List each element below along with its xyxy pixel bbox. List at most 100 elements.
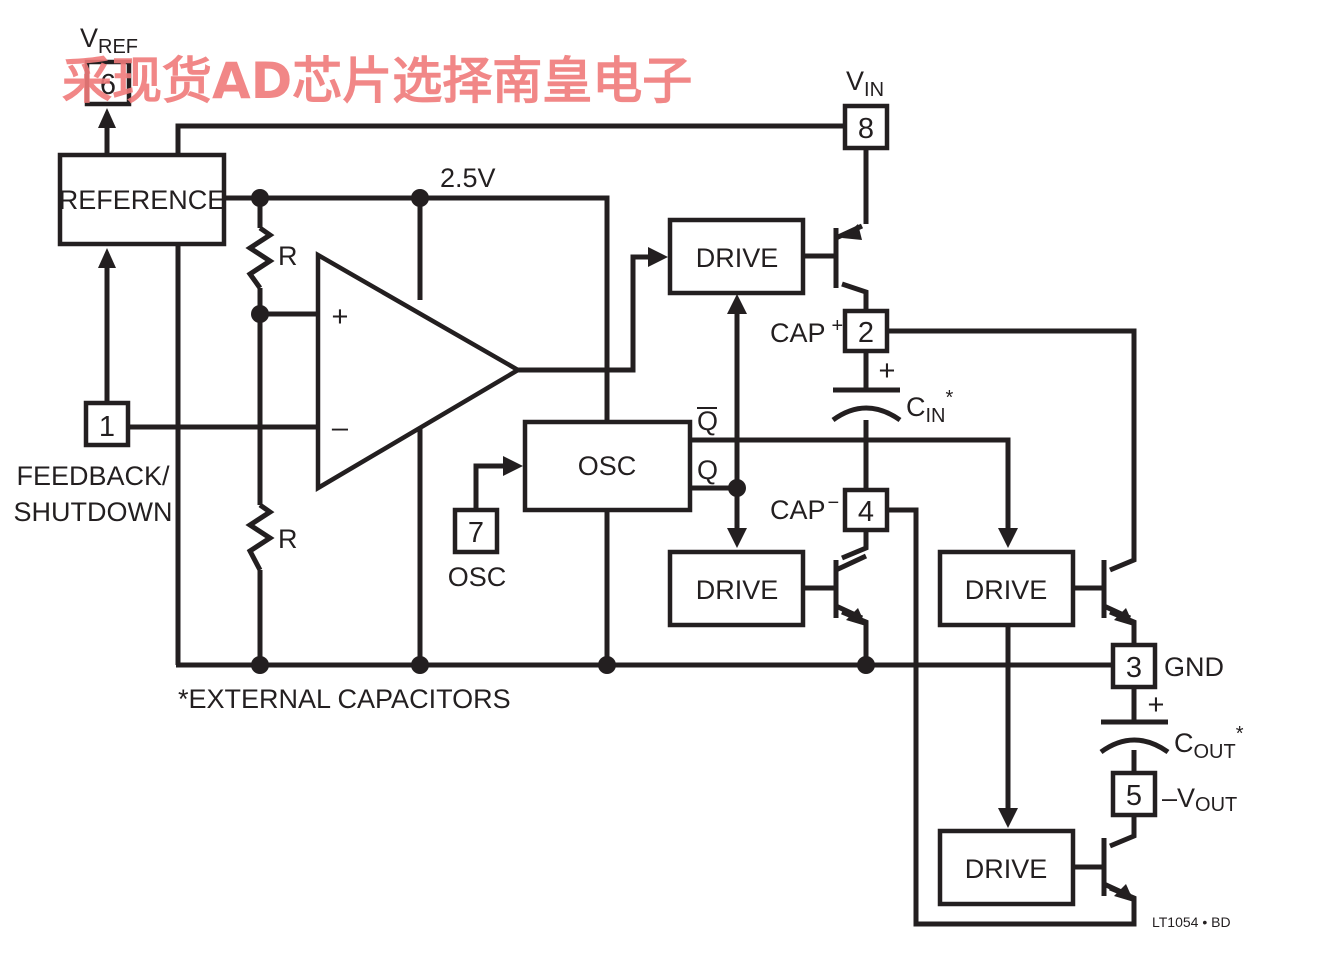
external-capacitors-footnote: *EXTERNAL CAPACITORS bbox=[178, 684, 511, 714]
pins: 6 VREF 8 VIN 1 FEEDBACK/ SHUTDOWN 2 CAP+… bbox=[14, 23, 1237, 818]
cap-plus-to-right-transistor-wire bbox=[888, 328, 1137, 573]
part-code-label: LT1054 • BD bbox=[1152, 914, 1231, 930]
pin-cap-minus-main: CAP bbox=[770, 495, 826, 525]
pin-cap-plus-label: CAP+ bbox=[770, 315, 843, 348]
cin-label-star: * bbox=[946, 387, 954, 409]
cout-plus-label: + bbox=[1148, 689, 1165, 721]
pin-8-number: 8 bbox=[858, 113, 874, 145]
lower-left-emitter-wire bbox=[841, 609, 869, 665]
resistor-bottom-label: R bbox=[278, 524, 298, 554]
cout-label: COUT* bbox=[1174, 723, 1244, 763]
cout-label-star: * bbox=[1236, 723, 1244, 745]
opamp-to-drive-wire bbox=[518, 254, 650, 373]
junction-dot bbox=[251, 656, 269, 674]
reference-block bbox=[57, 152, 227, 247]
pin-2-box bbox=[842, 308, 890, 354]
capacitors bbox=[831, 387, 1170, 755]
blocks: REFERENCE DRIVE DRIVE DRIVE DRIVE OSC bbox=[57, 152, 1076, 907]
drive-bottom-right-label: DRIVE bbox=[965, 854, 1048, 884]
cin-label: CIN* bbox=[906, 387, 954, 427]
transistor-br-emitter-leg bbox=[1102, 881, 1132, 899]
pin-cap-plus-main: CAP bbox=[770, 318, 826, 348]
right-transistor-emitter-wire bbox=[1109, 609, 1137, 645]
pin-3-number: 3 bbox=[1126, 652, 1142, 684]
pin-6-number: 6 bbox=[100, 69, 116, 101]
junction-dot bbox=[728, 479, 746, 497]
pin-7-number: 7 bbox=[468, 517, 484, 549]
arrow-to-drive-top-up-icon bbox=[727, 294, 747, 314]
pin-7-box bbox=[452, 507, 500, 555]
drive-bottom-left-block bbox=[667, 549, 806, 628]
arrow-to-reference-icon bbox=[98, 248, 116, 268]
transistor-top-emitter-leg bbox=[834, 223, 864, 241]
osc-block-label: OSC bbox=[578, 451, 637, 481]
drive-bottom-left-label: DRIVE bbox=[696, 575, 779, 605]
junction-dot bbox=[251, 189, 269, 207]
pin-vref-label-main: V bbox=[80, 23, 98, 53]
pin-1-box bbox=[83, 400, 131, 448]
cap-minus-to-transistor-wire bbox=[841, 530, 869, 561]
cin-label-main: C bbox=[906, 392, 926, 422]
arrow-to-drive-mid-right-icon bbox=[998, 528, 1018, 548]
pin-vin-label: VIN bbox=[846, 66, 884, 101]
transistor-mr-emitter-leg bbox=[1102, 603, 1132, 621]
reference-block-label: REFERENCE bbox=[59, 185, 226, 215]
resistor-top-icon bbox=[245, 225, 275, 290]
reference-voltage-label: 2.5V bbox=[440, 163, 496, 193]
cout-plate-curved bbox=[1099, 737, 1170, 755]
osc-block bbox=[522, 419, 693, 513]
cout-label-main: C bbox=[1174, 728, 1194, 758]
pin-gnd-label: GND bbox=[1164, 652, 1224, 682]
arrow-to-drive-top-icon bbox=[648, 247, 668, 267]
pin-cap-minus-sup: − bbox=[828, 492, 840, 514]
arrow-to-osc-icon bbox=[503, 456, 523, 476]
arrowheads bbox=[98, 108, 1134, 902]
junction-dot bbox=[411, 656, 429, 674]
arrow-to-vref-icon bbox=[98, 108, 116, 128]
opamp-minus-label: – bbox=[332, 412, 349, 444]
pin-vin-label-main: V bbox=[846, 66, 864, 96]
pin-3-box bbox=[1110, 642, 1158, 690]
opamp-triangle-icon bbox=[315, 251, 523, 492]
top-transistor-emitter-wire bbox=[841, 281, 869, 312]
pin-vin-label-sub: IN bbox=[864, 79, 884, 101]
pin-vout-label-sub: OUT bbox=[1195, 794, 1237, 816]
pin-1-number: 1 bbox=[99, 411, 115, 443]
transistor-bl-emitter-leg bbox=[834, 603, 864, 621]
pin-2-number: 2 bbox=[858, 317, 874, 349]
resistors bbox=[245, 225, 275, 572]
cin-label-sub: IN bbox=[926, 405, 946, 427]
cin-plus-label: + bbox=[879, 355, 896, 387]
pin-feedback-label-1: FEEDBACK/ bbox=[16, 461, 170, 491]
annotations: 2.5V R R + – Q Q + CIN* + COUT* *EXTERNA… bbox=[178, 163, 1244, 930]
transistor-bl-collector-leg bbox=[834, 553, 868, 573]
drive-top-left-label: DRIVE bbox=[696, 243, 779, 273]
pin-5-box bbox=[1110, 770, 1158, 818]
cin-plate-curved bbox=[831, 405, 902, 423]
pin-4-number: 4 bbox=[858, 496, 874, 528]
pin-vref-label-sub: REF bbox=[98, 36, 138, 58]
junction-dot bbox=[857, 656, 875, 674]
resistor-top-label: R bbox=[278, 241, 298, 271]
pin-6-box bbox=[84, 59, 132, 107]
pin-4-box bbox=[842, 487, 890, 533]
pin-vout-label: –VOUT bbox=[1162, 783, 1237, 816]
drive-mid-right-label: DRIVE bbox=[965, 575, 1048, 605]
drive-bottom-right-block bbox=[937, 828, 1076, 907]
vref-2v5-rail-wire bbox=[224, 195, 610, 422]
junction-dot bbox=[598, 656, 616, 674]
arrow-to-drive-bottom-icon bbox=[727, 528, 747, 548]
wires bbox=[104, 123, 1137, 927]
drive-top-left-block bbox=[667, 217, 806, 296]
osc-pin-to-osc-wire bbox=[473, 463, 505, 508]
drive-mid-right-block bbox=[937, 549, 1076, 628]
osc-q-label: Q bbox=[697, 455, 718, 485]
cout-label-sub: OUT bbox=[1194, 741, 1236, 763]
watermark-text: 采现货AD芯片选择南皇电子 bbox=[62, 52, 692, 110]
opamp-plus-label: + bbox=[332, 301, 349, 333]
vin-to-reference-wire bbox=[175, 123, 845, 155]
resistor-bottom-icon bbox=[245, 502, 275, 572]
junction-dot bbox=[411, 189, 429, 207]
